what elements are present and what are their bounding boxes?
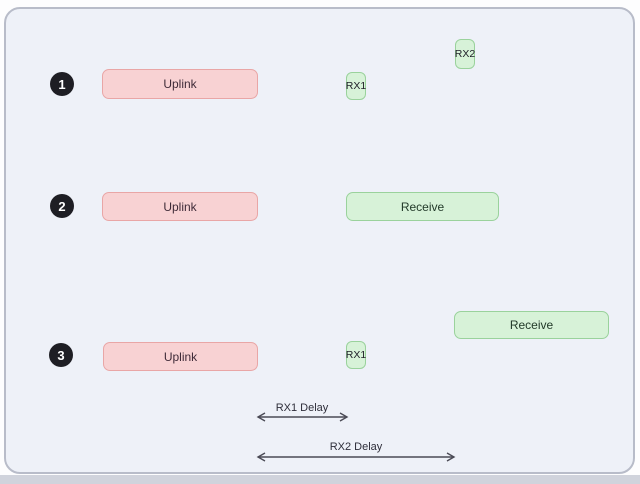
- diagram-panel: 1 Uplink RX1 RX2 2 Uplink Receive 3 Upli…: [4, 7, 635, 474]
- uplink-bar-row1: Uplink: [102, 69, 258, 99]
- rx1-bar-row1: RX1: [346, 72, 366, 100]
- rx2-delay-label: RX2 Delay: [329, 441, 383, 453]
- uplink-bar-row2: Uplink: [102, 192, 258, 221]
- step-badge-3: 3: [49, 343, 73, 367]
- rx1-bar-row3: RX1: [346, 341, 366, 369]
- step-badge-2: 2: [50, 194, 74, 218]
- rx1-delay-label: RX1 Delay: [275, 402, 329, 414]
- bottom-shadow-strip: [0, 475, 640, 484]
- receive-bar-row3: Receive: [454, 311, 609, 339]
- rx2-bar-row1: RX2: [455, 39, 475, 69]
- receive-bar-row2: Receive: [346, 192, 499, 221]
- step-badge-1: 1: [50, 72, 74, 96]
- rx1-delay-arrow: [256, 411, 349, 423]
- rx2-delay-arrow: [256, 451, 456, 463]
- uplink-bar-row3: Uplink: [103, 342, 258, 371]
